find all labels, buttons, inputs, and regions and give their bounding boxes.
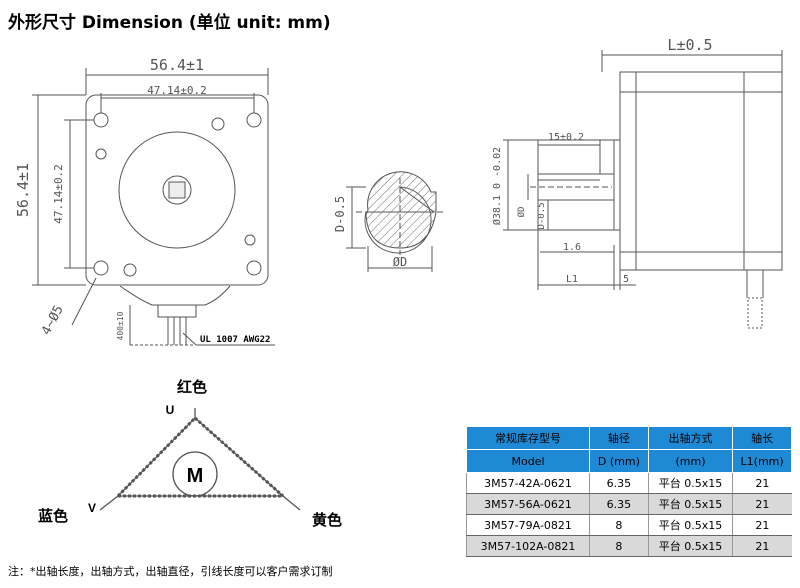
hole-spacing-v-label: 47.14±0.2 xyxy=(52,164,65,224)
red-wire-label: 红色 xyxy=(177,378,207,396)
mount-hole-tl xyxy=(93,112,109,128)
mount-hole-br xyxy=(246,260,262,276)
lead-exit xyxy=(119,285,231,306)
length-cell: 21 xyxy=(732,514,792,536)
width-dim-label: 56.4±1 xyxy=(150,56,204,74)
v-label: V xyxy=(88,501,96,515)
col-header-shaft-en: (mm) xyxy=(647,449,734,473)
col-header-diameter-en: D (mm) xyxy=(588,449,649,473)
shaft-cell: 平台 0.5x15 xyxy=(647,514,733,536)
flat-length-label: 15±0.2 xyxy=(548,132,584,143)
mount-hole-bl xyxy=(93,260,109,276)
shaft-cell: 平台 0.5x15 xyxy=(647,472,733,494)
spec-table: 常规库存型号 轴径 出轴方式 轴长 Model D (mm) (mm) L1(m… xyxy=(466,426,792,557)
holes-label: 4~Ø5 xyxy=(39,303,67,338)
motor-body xyxy=(619,71,783,271)
length-cell: 21 xyxy=(732,472,792,494)
shaft-cell: 平台 0.5x15 xyxy=(647,493,733,515)
length-label: L±0.5 xyxy=(667,36,712,54)
motor-symbol xyxy=(172,451,218,497)
height-dim-label: 56.4±1 xyxy=(14,163,32,217)
diameter-cell: 6.35 xyxy=(588,472,649,494)
table-row: 3M57-102A-0821 8 平台 0.5x15 21 xyxy=(466,535,792,557)
wiring-diagram xyxy=(99,408,301,511)
screw-hole xyxy=(95,148,107,160)
blue-wire-label: 蓝色 xyxy=(38,507,68,525)
diameter-cell: 6.35 xyxy=(588,493,649,515)
u-label: U xyxy=(166,403,175,417)
screw-hole xyxy=(244,234,256,246)
motor-symbol-label: M xyxy=(187,465,204,487)
motor-face xyxy=(85,94,269,286)
table-row: 3M57-42A-0621 6.35 平台 0.5x15 21 xyxy=(466,472,792,494)
diameter-cell: 8 xyxy=(588,535,649,557)
diameter-cell: 8 xyxy=(588,514,649,536)
col-header-model-en: Model xyxy=(466,449,590,473)
front-view xyxy=(32,68,275,346)
shaft-circle xyxy=(162,175,192,205)
screw-hole xyxy=(123,263,137,277)
pilot-height-label: 1.6 xyxy=(563,242,581,253)
length-cell: 21 xyxy=(732,493,792,515)
shaft-end xyxy=(168,181,186,199)
flat-depth-label: D-0.5 xyxy=(537,202,547,229)
model-cell: 3M57-79A-0821 xyxy=(466,514,590,536)
model-cell: 3M57-56A-0621 xyxy=(466,493,590,515)
side-shaft-diameter-label: ØD xyxy=(516,207,527,218)
section-diameter-label: ØD xyxy=(393,255,407,269)
shaft xyxy=(537,173,615,201)
flat-label: D-0.5 xyxy=(333,196,347,232)
table-header-row-cn: 常规库存型号 轴径 出轴方式 轴长 xyxy=(466,426,792,450)
shaft-length-label: L1 xyxy=(566,274,578,285)
mount-hole-tr xyxy=(246,112,262,128)
model-cell: 3M57-102A-0821 xyxy=(466,535,590,557)
side-view xyxy=(503,50,783,329)
model-cell: 3M57-42A-0621 xyxy=(466,472,590,494)
table-row: 3M57-56A-0621 6.35 平台 0.5x15 21 xyxy=(466,493,792,515)
col-header-length-en: L1(mm) xyxy=(732,449,792,473)
hole-spacing-h-label: 47.14±0.2 xyxy=(147,84,207,97)
screw-hole xyxy=(211,117,225,131)
col-header-diameter-cn: 轴径 xyxy=(588,426,649,450)
col-header-model-cn: 常规库存型号 xyxy=(466,426,590,450)
cable-label: UL 1007 AWG22 xyxy=(200,335,270,345)
footnote: 注：*出轴长度，出轴方式，出轴直径，引线长度可以客户需求订制 xyxy=(8,565,333,578)
lead-length-label: 400±10 xyxy=(116,311,125,340)
flange-label: 5 xyxy=(623,274,629,285)
yellow-wire-label: 黄色 xyxy=(312,511,342,529)
table-row: 3M57-79A-0821 8 平台 0.5x15 21 xyxy=(466,514,792,536)
length-cell: 21 xyxy=(732,535,792,557)
col-header-shaft-cn: 出轴方式 xyxy=(647,426,734,450)
page-title: 外形尺寸 Dimension (单位 unit: mm) xyxy=(8,13,331,33)
shaft-section xyxy=(346,171,444,272)
lead-grommet xyxy=(157,304,197,318)
col-header-length-cn: 轴长 xyxy=(732,426,792,450)
boss-circle xyxy=(118,131,236,249)
shaft-cell: 平台 0.5x15 xyxy=(647,535,733,557)
table-header-row-en: Model D (mm) (mm) L1(mm) xyxy=(466,449,792,473)
pilot-diameter-label: Ø38.1 0 -0.02 xyxy=(491,147,503,225)
